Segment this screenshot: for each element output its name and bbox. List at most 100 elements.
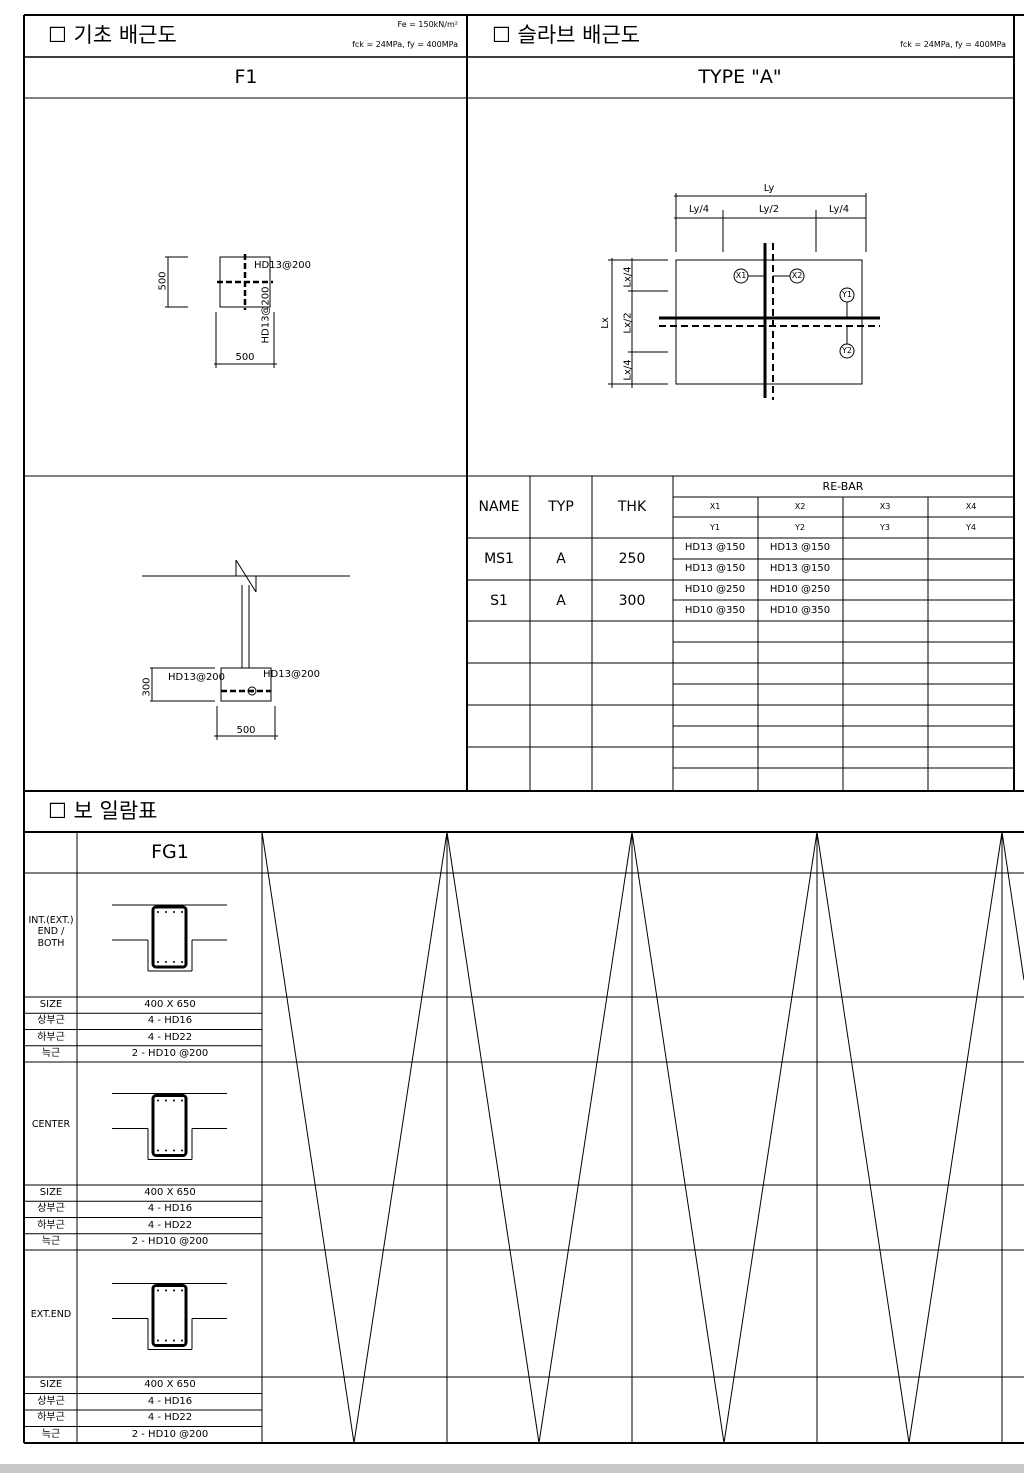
slab-name: S1 xyxy=(490,593,508,609)
slab-typ: A xyxy=(556,551,566,567)
beam-row-label: 상부근 xyxy=(37,1015,65,1027)
line xyxy=(446,831,540,1444)
beam-size: 400 X 650 xyxy=(144,1379,196,1390)
beam-size: 400 X 650 xyxy=(144,999,196,1010)
line xyxy=(908,831,1003,1444)
dim-lx: Lx xyxy=(599,317,611,329)
beam-row-label: 늑근 xyxy=(41,1428,61,1440)
mark-y1: Y1 xyxy=(842,290,852,299)
circle xyxy=(157,911,159,913)
circle xyxy=(165,1149,167,1152)
mark-y4-header: Y4 xyxy=(966,523,976,532)
line xyxy=(723,831,818,1444)
circle xyxy=(157,1339,159,1342)
circle xyxy=(173,1099,175,1102)
beam-size: 400 X 650 xyxy=(144,1187,196,1198)
dim-ly: Ly xyxy=(763,183,775,194)
plan-dim-v: 500 xyxy=(157,271,169,291)
footing-note-fck: fck = 24MPa, fy = 400MPa xyxy=(352,40,458,49)
circle xyxy=(173,1289,175,1292)
dim-lx4-top: Lx/4 xyxy=(622,266,634,288)
circle xyxy=(165,1289,167,1292)
mark-x1-header: X1 xyxy=(709,502,721,511)
beam-name: FG1 xyxy=(151,841,189,863)
circle xyxy=(181,1149,183,1152)
col-typ: TYP xyxy=(548,499,574,515)
beam-stirrup: 2 - HD10 @200 xyxy=(131,1047,209,1059)
circle xyxy=(181,1289,183,1292)
circle xyxy=(157,1149,159,1152)
mark-y3-header: Y3 xyxy=(880,523,890,532)
beam-stirrup: 2 - HD10 @200 xyxy=(131,1235,209,1247)
col-rebar: RE-BAR xyxy=(822,480,864,493)
circle xyxy=(181,1099,183,1102)
mark-y2-header: Y2 xyxy=(795,523,805,532)
circle xyxy=(181,911,183,913)
mark-y1-header: Y1 xyxy=(710,523,720,532)
circle xyxy=(165,911,167,913)
circle xyxy=(250,689,254,693)
line xyxy=(261,831,355,1444)
beam-section-label: INT.(EXT.) END / BOTH xyxy=(28,915,74,949)
horizontal-scrollbar[interactable] xyxy=(0,1464,1024,1473)
slab-rebar-y: HD10 @350 xyxy=(684,605,746,616)
line xyxy=(816,831,910,1444)
section-bar-right: HD13@200 xyxy=(263,669,321,680)
beam-row-label: 늑근 xyxy=(41,1235,61,1247)
rect xyxy=(220,667,272,702)
section-dim-h: 500 xyxy=(236,725,256,736)
slab-rebar-y: HD13 @150 xyxy=(769,563,831,574)
dim-ly2: Ly/2 xyxy=(758,204,780,215)
slab-thk: 300 xyxy=(618,593,646,609)
beam-top: 4 - HD16 xyxy=(147,1015,193,1027)
beam-row-label: 하부근 xyxy=(37,1412,65,1423)
circle xyxy=(157,1099,159,1102)
beam-top: 4 - HD16 xyxy=(147,1395,193,1407)
col-name: NAME xyxy=(478,499,520,515)
beam-title: ☐ 보 일람표 xyxy=(48,799,158,823)
dim-lx4-bottom: Lx/4 xyxy=(622,359,634,381)
beam-row-label: 상부근 xyxy=(37,1395,65,1407)
line xyxy=(353,831,448,1444)
plan-bar-y: HD13@200 xyxy=(260,286,272,344)
slab-rebar-x: HD13 @150 xyxy=(684,542,746,553)
plan-dim-h: 500 xyxy=(235,352,255,363)
dim-ly4-left: Ly/4 xyxy=(688,204,710,215)
beam-row-label: SIZE xyxy=(39,1379,63,1390)
beam-row-label: 상부근 xyxy=(37,1203,65,1215)
circle xyxy=(247,686,257,696)
circle xyxy=(165,1099,167,1102)
col-thk: THK xyxy=(617,499,647,515)
line xyxy=(538,831,633,1444)
footing-note-fe: Fe = 150kN/m² xyxy=(397,20,458,29)
circle xyxy=(157,961,159,963)
line xyxy=(235,559,257,593)
slab-rebar-x: HD10 @250 xyxy=(684,584,746,595)
beam-bottom: 4 - HD22 xyxy=(147,1219,193,1231)
footing-title: ☐ 기초 배근도 xyxy=(48,23,177,47)
slab-thk: 250 xyxy=(618,551,646,567)
circle xyxy=(165,961,167,963)
circle xyxy=(173,1149,175,1152)
slab-typ: A xyxy=(556,593,566,609)
beam-row-label: SIZE xyxy=(39,1187,63,1198)
slab-rebar-x: HD13 @150 xyxy=(769,542,831,553)
beam-row-label: 하부근 xyxy=(37,1219,65,1231)
slab-rebar-y: HD10 @350 xyxy=(769,605,831,616)
rect xyxy=(675,259,863,385)
slab-rebar-x: HD10 @250 xyxy=(769,584,831,595)
rect xyxy=(151,905,188,969)
beam-bottom: 4 - HD22 xyxy=(147,1031,193,1043)
section-bar-left: HD13@200 xyxy=(168,672,226,683)
beam-row-label: SIZE xyxy=(39,999,63,1010)
circle xyxy=(181,1339,183,1342)
beam-section-label: EXT.END xyxy=(30,1308,72,1320)
line xyxy=(631,831,725,1444)
beam-row-label: 하부근 xyxy=(37,1031,65,1043)
dim-lx2: Lx/2 xyxy=(622,312,634,334)
beam-section-label: CENTER xyxy=(31,1118,71,1130)
mark-x2-header: X2 xyxy=(794,502,806,511)
circle xyxy=(157,1289,159,1292)
section-dim-v: 300 xyxy=(141,677,153,697)
